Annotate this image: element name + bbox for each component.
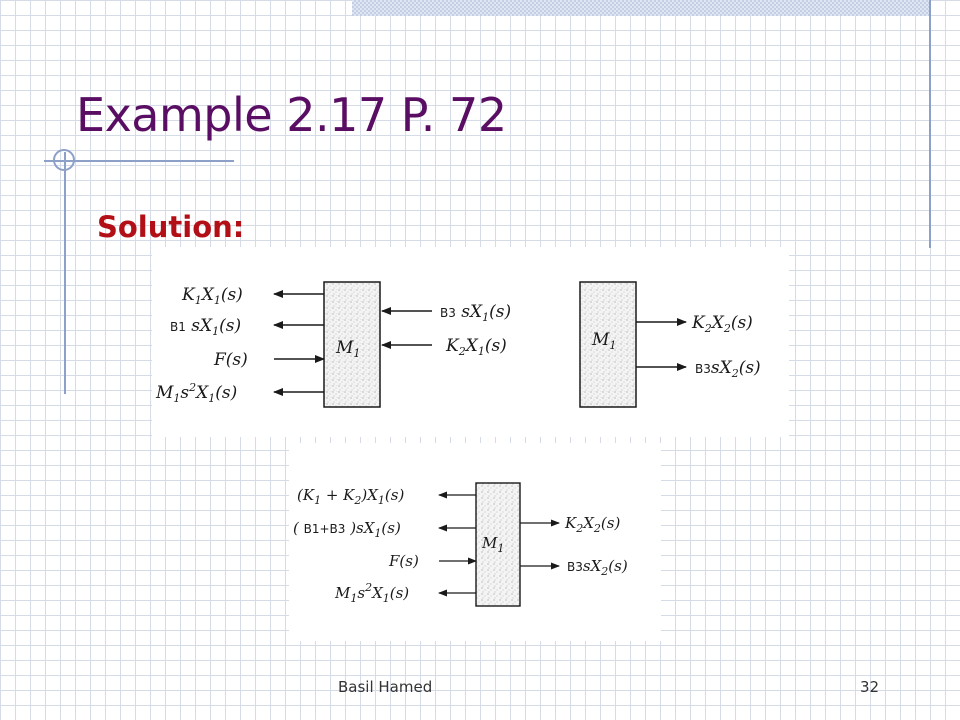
combined-mass-block [475,482,521,607]
corner-circle-ornament [53,149,75,171]
left-decorative-line [64,152,66,394]
combined-label-b1b3sx1: ( B1+B3 )sX1(s) [293,519,401,540]
right-decorative-line [929,0,931,248]
mass-block-right [579,281,637,408]
force-label-f: F(s) [213,350,248,370]
footer-page-number: 32 [860,678,880,696]
footer-author: Basil Hamed [338,678,433,696]
combined-label-b3sx2: B3sX2(s) [567,557,628,578]
title-underline [44,160,234,162]
force-label-k1x1: K1X1(s) [181,285,243,307]
force-label-k2x1: K2X1(s) [445,336,507,358]
combined-label-m1s2x1: M1s2X1(s) [334,581,409,605]
free-body-diagram-2-svg: M1 (K1 + K2)X1(s) ( B1+B3 )sX1(s) F(s) M… [293,482,628,607]
slide-subtitle: Solution: [97,210,245,244]
free-body-diagram-2: M1 (K1 + K2)X1(s) ( B1+B3 )sX1(s) F(s) M… [289,443,661,641]
free-body-diagram-1: M1 K1X1(s) B1 sX1(s) F(s) M1s2X1(s) B3 s… [152,247,789,437]
force-label-b3sx2: B3sX2(s) [695,358,761,380]
force-label-b3sx1: B3 sX1(s) [440,302,511,324]
force-label-k2x2: K2X2(s) [691,313,753,335]
force-label-b1sx1: B1 sX1(s) [170,316,241,338]
force-label-m1s2x1: M1s2X1(s) [155,381,237,405]
combined-label-k1k2x1: (K1 + K2)X1(s) [297,486,404,507]
combined-label-f: F(s) [388,552,419,570]
mass-block-left [323,281,381,408]
top-decorative-band [352,0,930,16]
free-body-diagram-1-svg: M1 K1X1(s) B1 sX1(s) F(s) M1s2X1(s) B3 s… [155,281,761,408]
slide-title: Example 2.17 P. 72 [76,88,507,142]
combined-label-k2x2: K2X2(s) [564,514,620,535]
